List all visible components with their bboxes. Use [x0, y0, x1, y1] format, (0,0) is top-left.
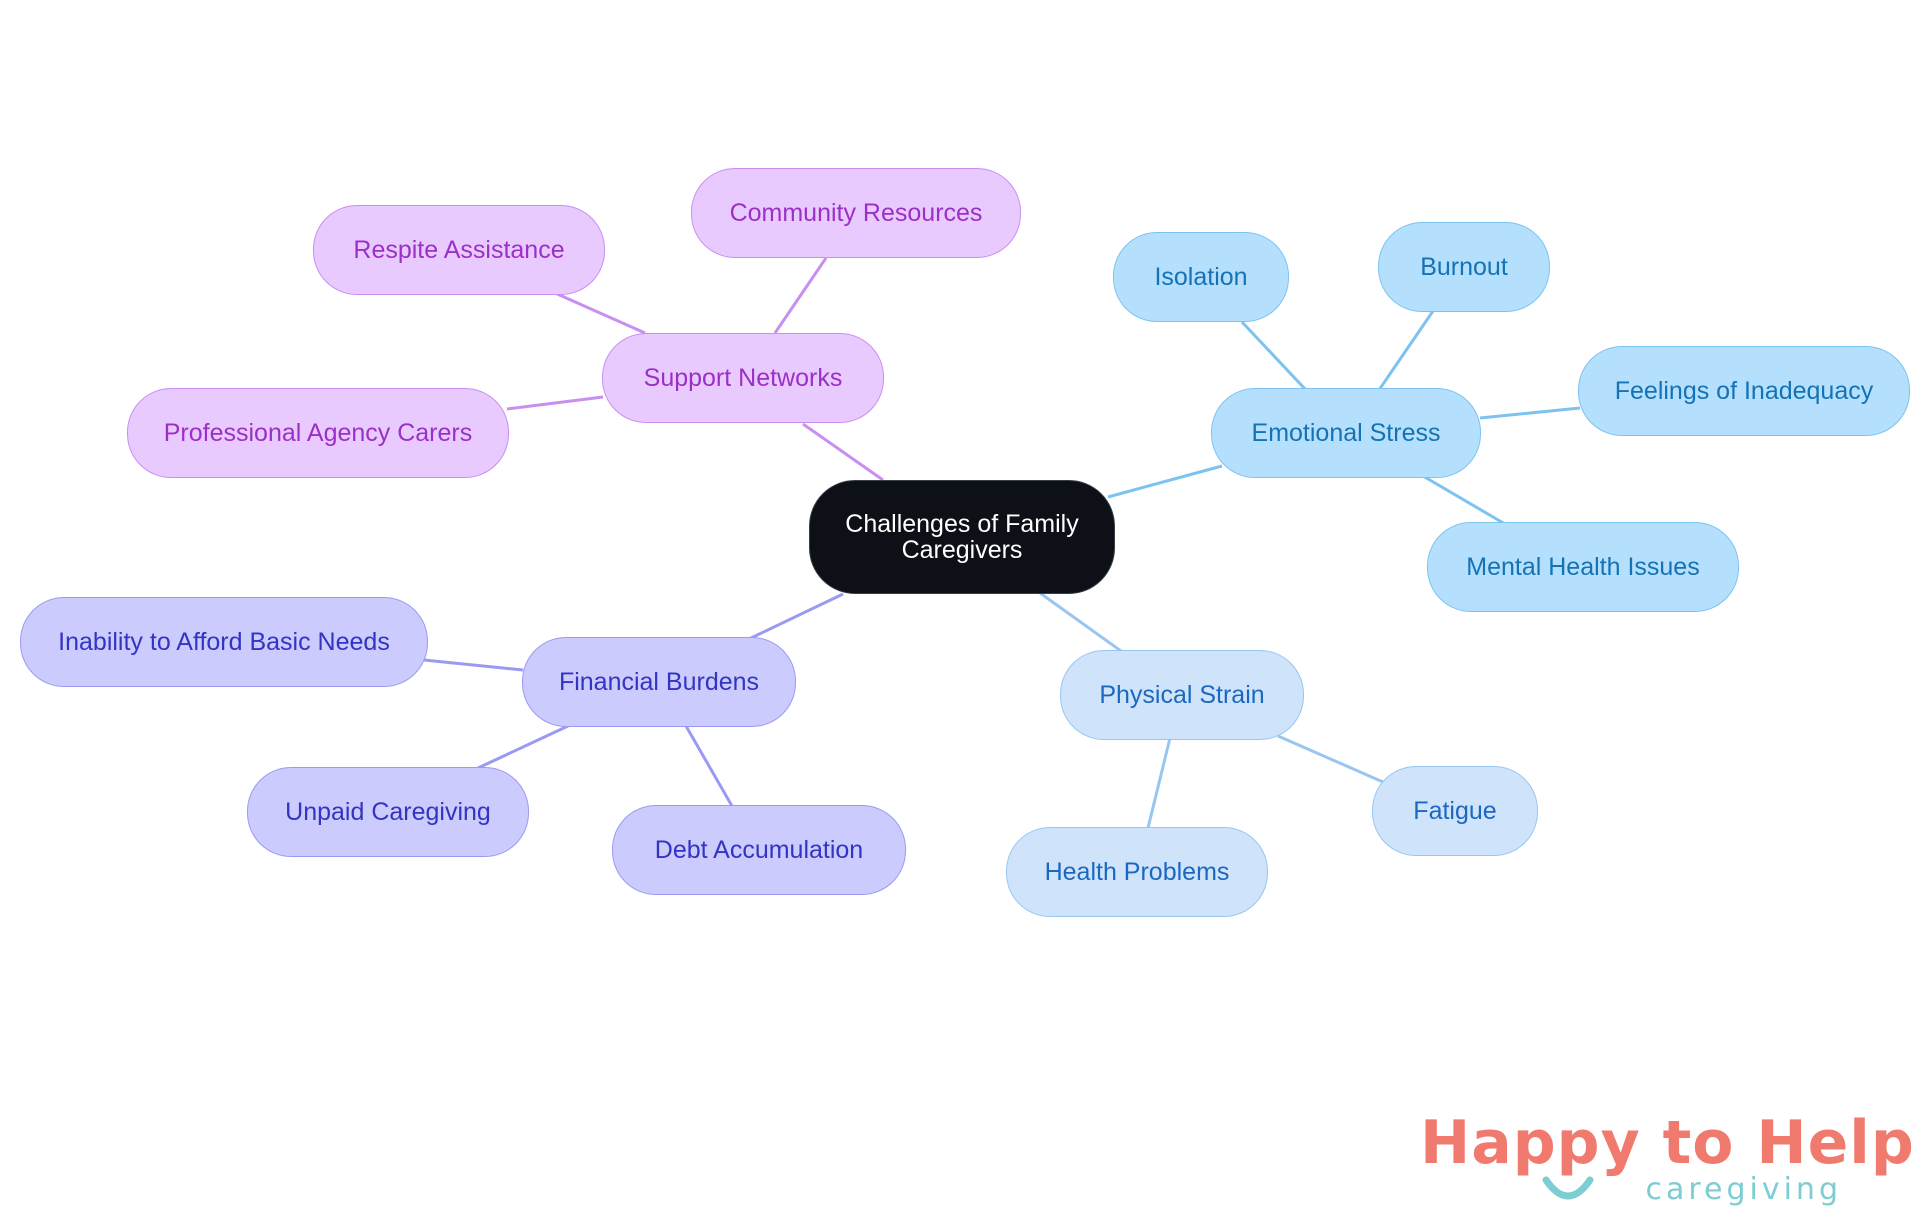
branch-node-financial-burdens: Financial Burdens	[522, 637, 796, 727]
leaf-label: Community Resources	[729, 198, 983, 227]
leaf-label: Unpaid Caregiving	[285, 797, 491, 826]
root-node: Challenges of Family Caregivers	[809, 480, 1115, 594]
branch-label: Physical Strain	[1099, 680, 1265, 709]
leaf-node-debt-accumulation: Debt Accumulation	[612, 805, 906, 895]
edge-root-emotional	[1107, 464, 1223, 499]
leaf-node-professional-agency-carers: Professional Agency Carers	[127, 388, 509, 478]
edge-financial-unpaid-caregiving	[477, 724, 569, 770]
edges-physical	[1039, 591, 1384, 829]
leaf-label: Health Problems	[1044, 857, 1230, 886]
leaf-label: Respite Assistance	[353, 235, 565, 264]
leaf-node-community-resources: Community Resources	[691, 168, 1021, 258]
edge-financial-debt-accumulation	[684, 725, 734, 807]
edges-support	[506, 257, 884, 482]
leaf-label: Professional Agency Carers	[163, 418, 473, 447]
leaf-label: Debt Accumulation	[654, 835, 864, 864]
company-logo: Happy to Help caregiving	[1420, 1110, 1914, 1210]
logo-subtitle: caregiving	[1645, 1172, 1842, 1207]
edge-emotional-isolation	[1240, 320, 1308, 392]
leaf-label: Fatigue	[1413, 796, 1497, 825]
leaf-node-isolation: Isolation	[1113, 232, 1289, 322]
leaf-node-mental-health-issues: Mental Health Issues	[1427, 522, 1739, 612]
leaf-node-health-problems: Health Problems	[1006, 827, 1268, 917]
leaf-node-inability-to-afford-basic-needs: Inability to Afford Basic Needs	[20, 597, 428, 687]
branch-node-support-networks: Support Networks	[602, 333, 884, 423]
leaf-node-feelings-of-inadequacy: Feelings of Inadequacy	[1578, 346, 1910, 436]
leaf-node-unpaid-caregiving: Unpaid Caregiving	[247, 767, 529, 857]
edge-root-physical	[1039, 591, 1122, 653]
edge-physical-fatigue	[1277, 734, 1384, 784]
root-label: Challenges of Family Caregivers	[845, 510, 1079, 564]
edge-emotional-mental-health-issues	[1422, 474, 1506, 526]
edge-emotional-burnout	[1377, 310, 1435, 391]
edges-emotional	[1107, 310, 1581, 526]
edge-emotional-feelings-of-inadequacy	[1479, 406, 1581, 420]
branch-node-physical-strain: Physical Strain	[1060, 650, 1304, 740]
leaf-label: Inability to Afford Basic Needs	[58, 627, 390, 656]
leaf-label: Burnout	[1420, 252, 1508, 281]
leaf-node-fatigue: Fatigue	[1372, 766, 1538, 856]
leaf-label: Feelings of Inadequacy	[1614, 376, 1874, 405]
branch-node-emotional-stress: Emotional Stress	[1211, 388, 1481, 478]
leaf-node-burnout: Burnout	[1378, 222, 1550, 312]
edge-support-respite-assistance	[554, 291, 646, 335]
branch-label: Emotional Stress	[1251, 418, 1441, 447]
logo-title: Happy to Help	[1420, 1110, 1915, 1176]
leaf-label: Mental Health Issues	[1466, 552, 1700, 581]
edge-support-professional-agency-carers	[506, 395, 604, 411]
edges-financial	[423, 592, 844, 807]
edge-root-support	[802, 422, 884, 482]
edge-physical-health-problems	[1146, 737, 1172, 829]
edge-support-community-resources	[773, 257, 828, 334]
leaf-node-respite-assistance: Respite Assistance	[313, 205, 605, 295]
smile-icon	[1542, 1176, 1594, 1200]
branch-label: Support Networks	[643, 363, 843, 392]
edge-financial-inability	[423, 658, 524, 672]
leaf-label: Isolation	[1154, 262, 1248, 291]
branch-label: Financial Burdens	[558, 667, 760, 696]
edge-root-financial	[750, 592, 844, 640]
logo-title-text: Happy to Help	[1420, 1108, 1915, 1178]
